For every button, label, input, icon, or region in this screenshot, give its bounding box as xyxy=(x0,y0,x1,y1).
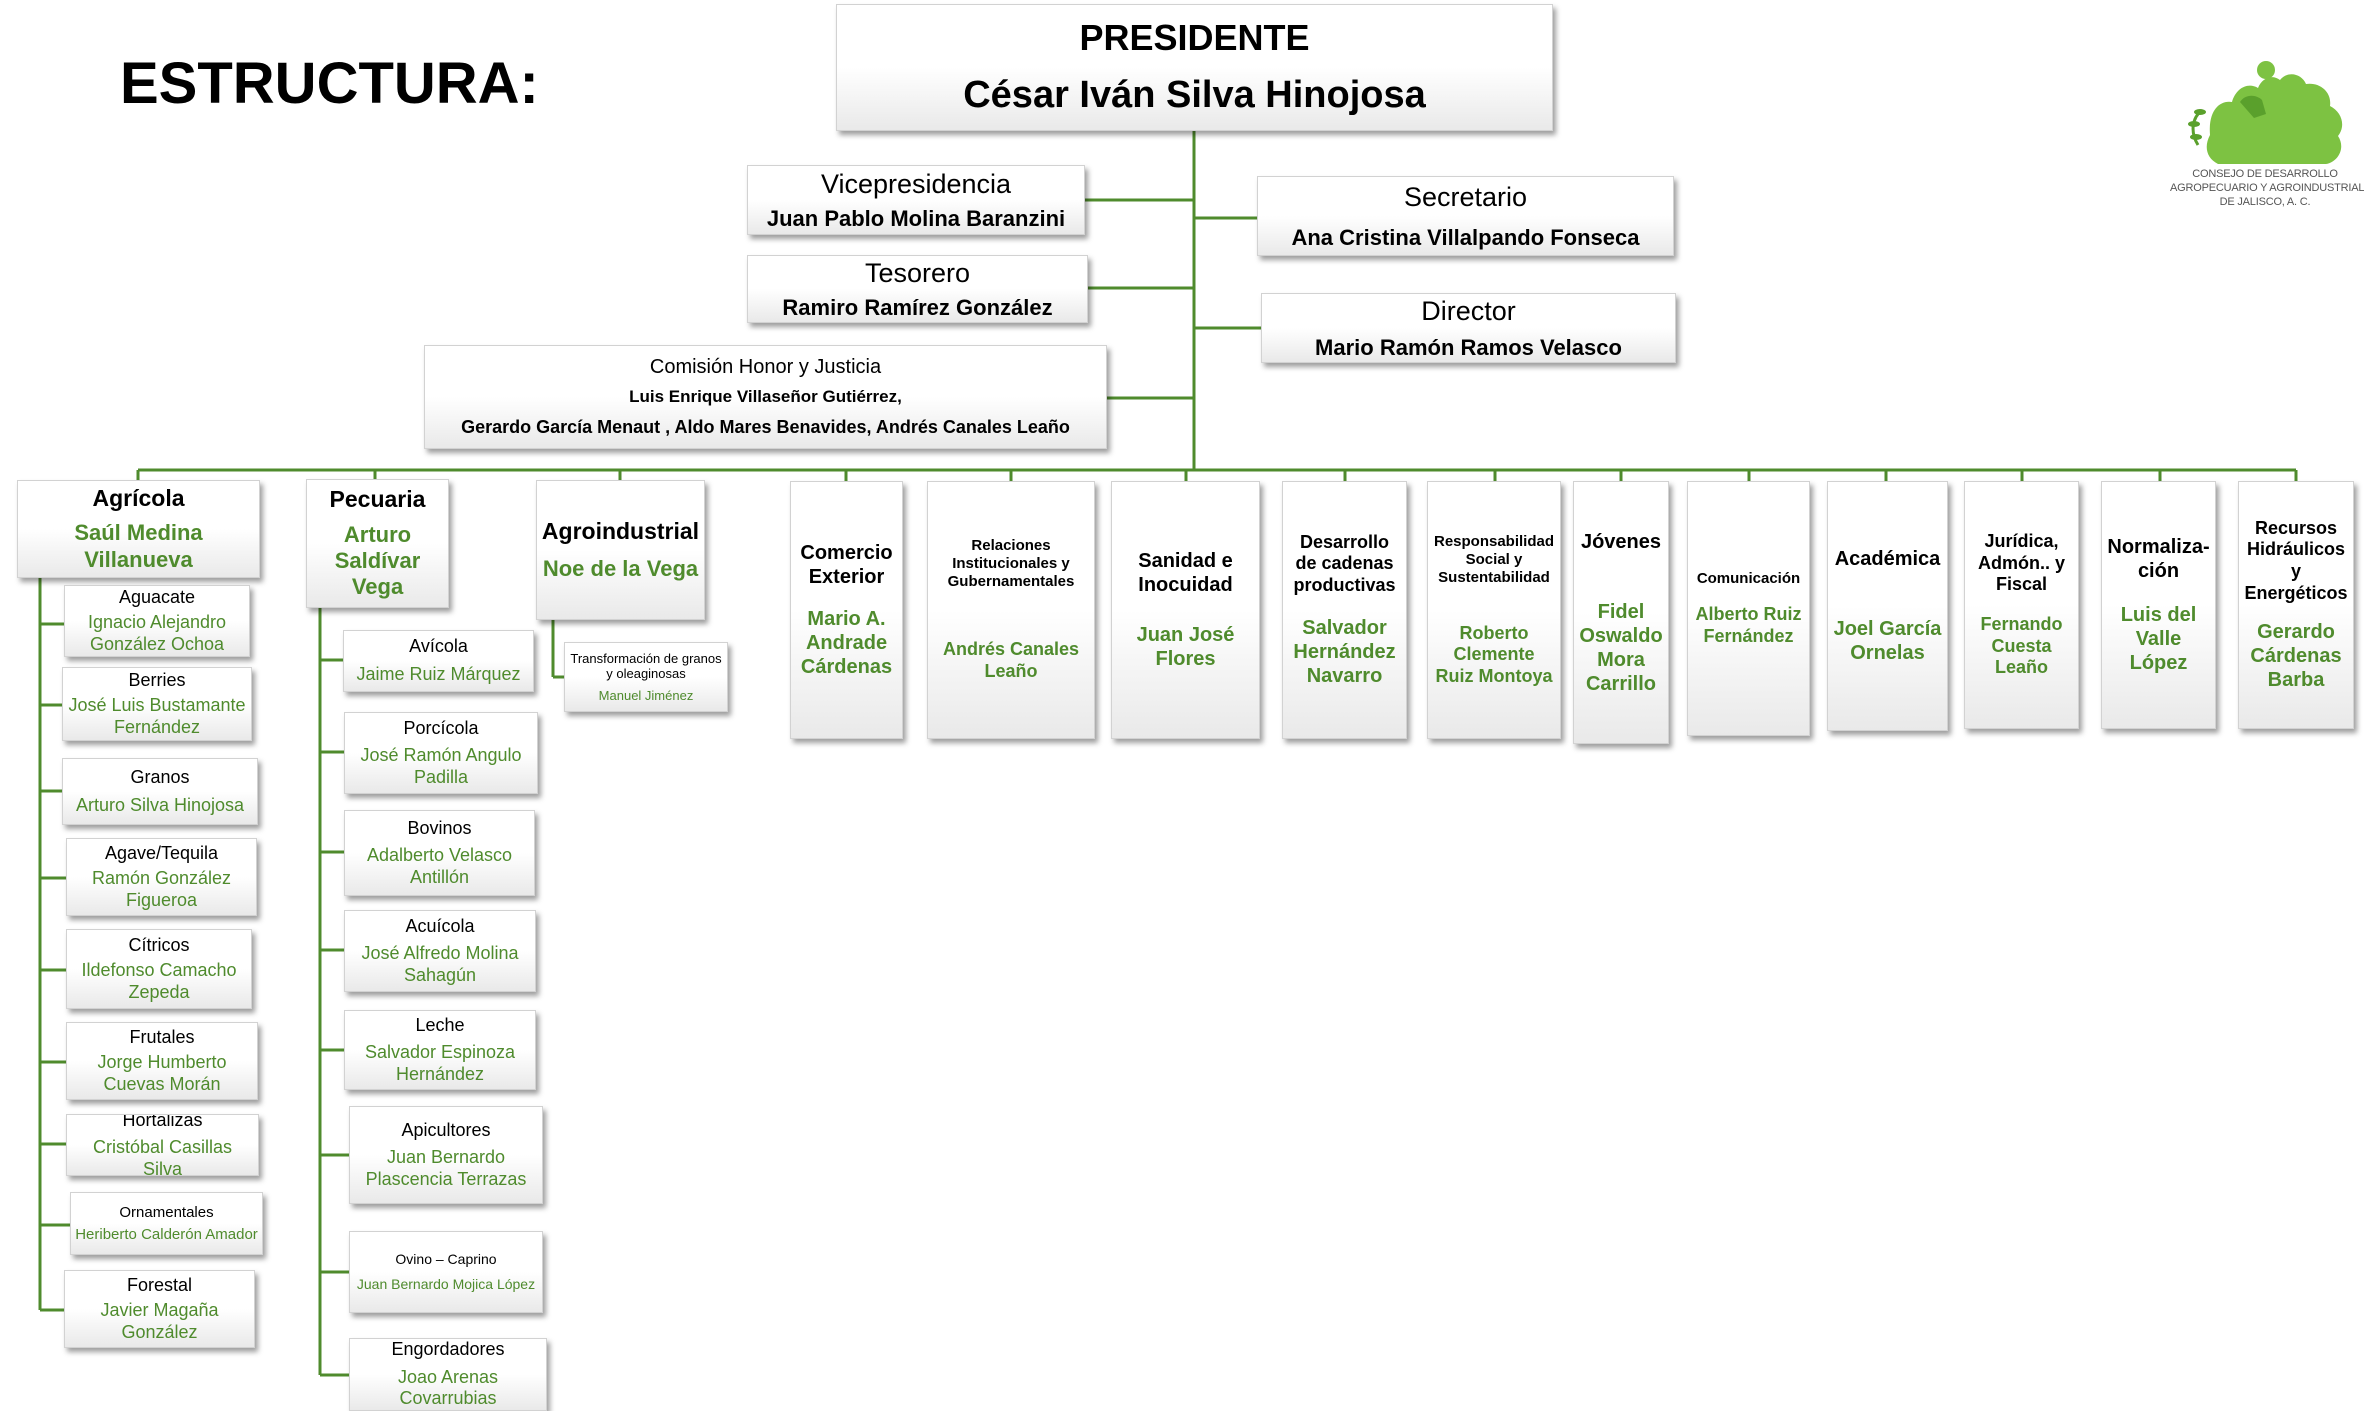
pecuaria-item: Leche Salvador Espinoza Hernández xyxy=(344,1010,536,1090)
agricola-item: Berries José Luis Bustamante Fernández xyxy=(62,667,252,741)
secretario-box: Secretario Ana Cristina Villalpando Fons… xyxy=(1257,176,1674,256)
commission-box: Recursos Hidráulicos y Energéticos Gerar… xyxy=(2238,481,2354,729)
agroindustrial-item: Transformación de granos y oleaginosas M… xyxy=(564,642,728,712)
vicepresidencia-box: Vicepresidencia Juan Pablo Molina Baranz… xyxy=(747,165,1085,235)
comision-honor-box: Comisión Honor y Justicia Luis Enrique V… xyxy=(424,345,1107,449)
presidente-box: PRESIDENTE César Iván Silva Hinojosa xyxy=(836,4,1553,131)
pecuaria-box: Pecuaria Arturo Saldívar Vega xyxy=(306,479,449,608)
agricola-item: Ornamentales Heriberto Calderón Amador xyxy=(70,1192,263,1255)
agricola-item: Agave/Tequila Ramón González Figueroa xyxy=(66,838,257,916)
pecuaria-item: Apicultores Juan Bernardo Plascencia Ter… xyxy=(349,1106,543,1204)
commission-box: Jóvenes Fidel Oswaldo Mora Carrillo xyxy=(1573,481,1669,744)
agroindustrial-box: Agroindustrial Noe de la Vega xyxy=(536,480,705,620)
pecuaria-item: Avícola Jaime Ruiz Márquez xyxy=(343,630,534,692)
agricola-item: Forestal Javier Magaña González xyxy=(64,1270,255,1348)
commission-box: Sanidad e Inocuidad Juan José Flores xyxy=(1111,481,1260,739)
commission-box: Responsabilidad Social y Sustentabilidad… xyxy=(1427,481,1561,739)
agricola-item: Granos Arturo Silva Hinojosa xyxy=(62,758,258,825)
commission-box: Relaciones Institucionales y Gubernament… xyxy=(927,481,1095,739)
organization-logo xyxy=(2188,61,2343,164)
commission-box: Desarrollo de cadenas productivas Salvad… xyxy=(1282,481,1407,739)
agricola-item: Aguacate Ignacio Alejandro González Ocho… xyxy=(64,585,250,657)
pecuaria-item: Engordadores Joao Arenas Covarrubias xyxy=(349,1338,547,1411)
pecuaria-item: Bovinos Adalberto Velasco Antillón xyxy=(344,810,535,896)
tesorero-box: Tesorero Ramiro Ramírez González xyxy=(747,255,1088,323)
pecuaria-item: Porcícola José Ramón Angulo Padilla xyxy=(344,712,538,794)
agricola-item: Cítricos Ildefonso Camacho Zepeda xyxy=(66,929,252,1009)
commission-box: Académica Joel García Ornelas xyxy=(1827,481,1948,731)
logo-caption: CONSEJO DE DESARROLLO AGROPECUARIO Y AGR… xyxy=(2170,168,2364,208)
pecuaria-item: Ovino – Caprino Juan Bernardo Mojica Lóp… xyxy=(349,1231,543,1313)
director-box: Director Mario Ramón Ramos Velasco xyxy=(1261,293,1676,363)
pecuaria-item: Acuícola José Alfredo Molina Sahagún xyxy=(344,910,536,992)
commission-box: Comercio Exterior Mario A. Andrade Cárde… xyxy=(790,481,903,739)
agricola-item: Hortalizas Cristóbal Casillas Silva xyxy=(66,1114,259,1176)
commission-box: Jurídica, Admón.. y Fiscal Fernando Cues… xyxy=(1964,481,2079,729)
agricola-box: Agrícola Saúl Medina Villanueva xyxy=(17,480,260,578)
commission-box: Comunicación Alberto Ruiz Fernández xyxy=(1687,481,1810,736)
agricola-item: Frutales Jorge Humberto Cuevas Morán xyxy=(66,1022,258,1100)
commission-box: Normaliza-ción Luis del Valle López xyxy=(2101,481,2216,729)
page-title: ESTRUCTURA: xyxy=(120,51,539,116)
